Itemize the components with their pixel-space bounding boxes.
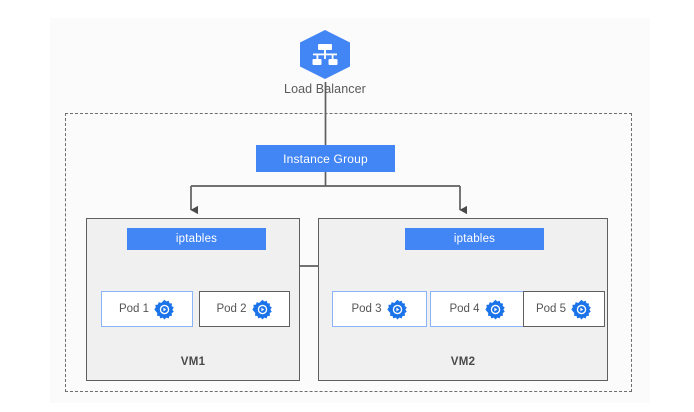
vm1-label: VM1 xyxy=(180,356,206,368)
gear-icon xyxy=(571,299,591,319)
pod-2-label: Pod 2 xyxy=(216,303,247,315)
instance-group-node[interactable]: Instance Group xyxy=(256,145,395,172)
pod-2[interactable]: Pod 2 xyxy=(199,291,290,327)
pod-5[interactable]: Pod 5 xyxy=(523,291,605,327)
pod-4-label: Pod 4 xyxy=(449,303,480,315)
pod-5-label: Pod 5 xyxy=(535,303,567,315)
load-balancer-label: Load Balancer xyxy=(284,82,366,96)
gear-icon xyxy=(386,299,407,319)
gear-icon xyxy=(484,299,505,319)
pod-4[interactable]: Pod 4 xyxy=(430,291,525,327)
vm2-label: VM2 xyxy=(450,356,476,368)
cluster-boundary xyxy=(65,113,632,392)
gear-icon xyxy=(251,299,272,319)
vm1-iptables-node[interactable]: iptables xyxy=(127,228,266,250)
vm2-iptables-node[interactable]: iptables xyxy=(405,228,544,250)
pod-3-label: Pod 3 xyxy=(351,303,382,315)
pod-1[interactable]: Pod 1 xyxy=(101,291,193,327)
gear-icon xyxy=(154,299,174,319)
pod-1-label: Pod 1 xyxy=(118,303,150,315)
load-balancer-icon xyxy=(300,30,350,79)
pod-3[interactable]: Pod 3 xyxy=(332,291,427,327)
